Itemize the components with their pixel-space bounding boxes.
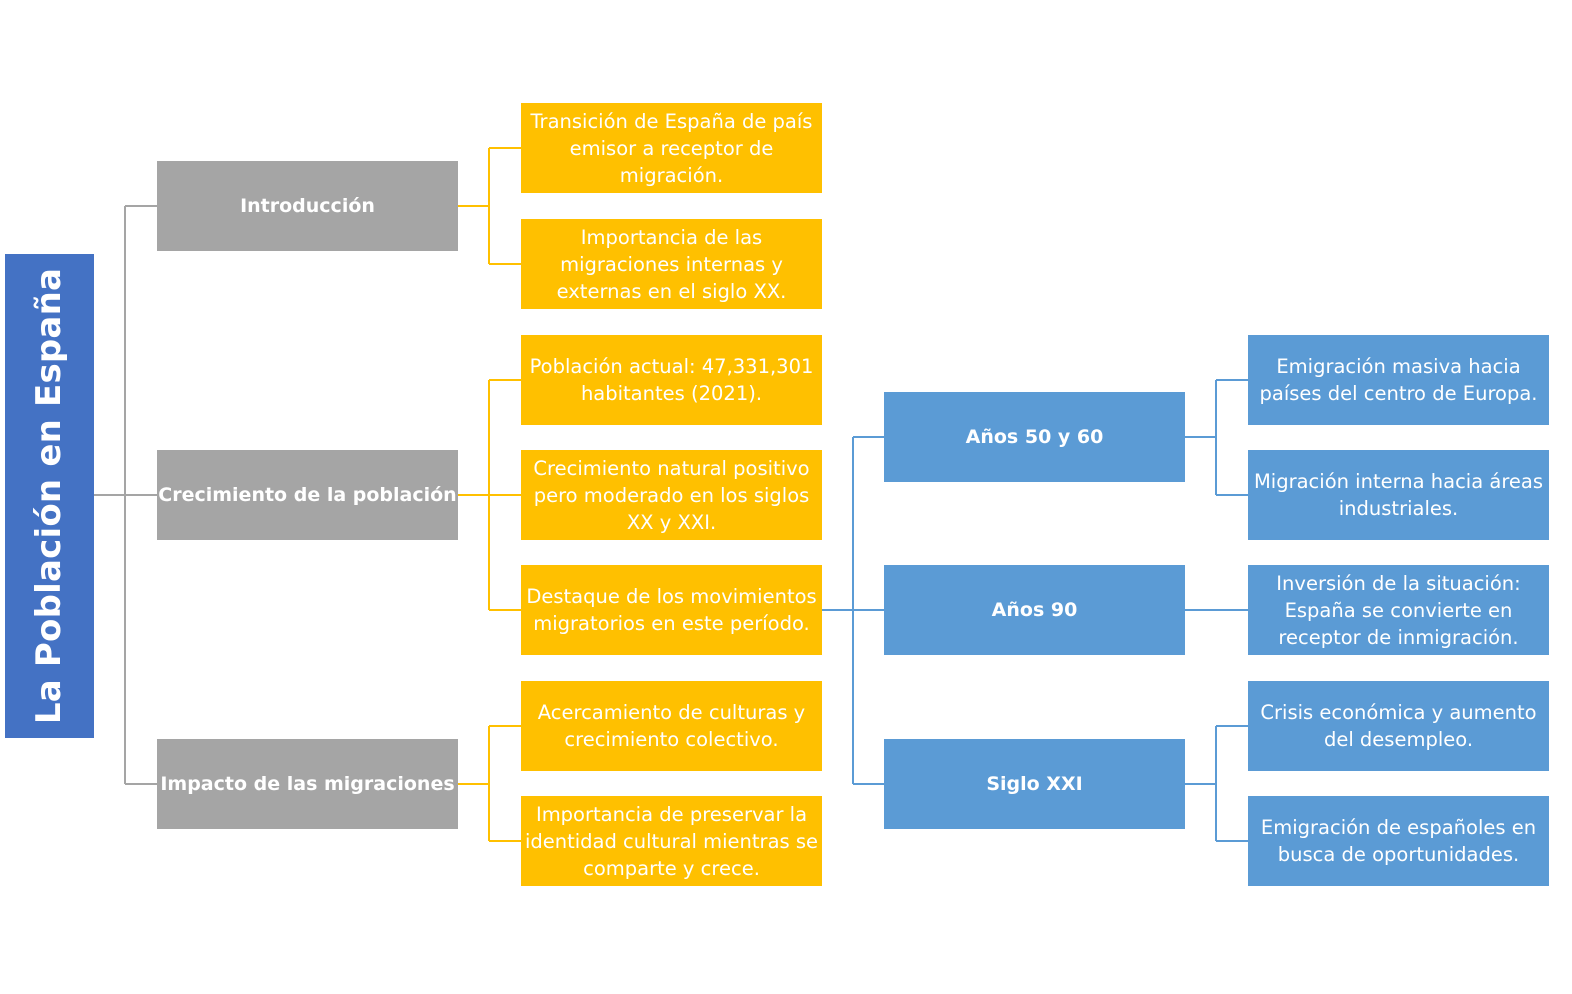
period-label: Años 90 [991, 599, 1078, 621]
section-label: Crecimiento de la población [158, 484, 457, 506]
section-introduccion: Introducción [157, 161, 458, 251]
connector-impacto-details [458, 725, 521, 842]
period-label: Años 50 y 60 [965, 426, 1104, 448]
detail-acercamiento-culturas: Acercamiento de culturas y crecimiento c… [521, 681, 822, 771]
period-anos-50-60: Años 50 y 60 [884, 392, 1185, 482]
leaf-text: Emigración masiva hacia países del centr… [1259, 355, 1538, 405]
connector-crecimiento-details [458, 379, 521, 611]
detail-transicion: Transición de España de país emisor a re… [521, 103, 822, 193]
leaf-emigracion-espanoles: Emigración de españoles en busca de opor… [1248, 796, 1549, 886]
detail-poblacion-actual: Población actual: 47,331,301 habitantes … [521, 335, 822, 425]
leaf-text: Migración interna hacia áreas industrial… [1253, 470, 1544, 520]
period-anos-90: Años 90 [884, 565, 1185, 655]
root-title-node: La Población en España [5, 254, 94, 738]
period-siglo-xxi: Siglo XXI [884, 739, 1185, 829]
leaf-text: Inversión de la situación: España se con… [1276, 571, 1521, 649]
leaf-text: Emigración de españoles en busca de opor… [1260, 816, 1537, 866]
connector-root-sections [94, 205, 157, 785]
section-label: Impacto de las migraciones [160, 773, 455, 795]
connector-destaque-periods [822, 436, 884, 785]
detail-text: Transición de España de país emisor a re… [530, 109, 813, 187]
leaf-inversion-situacion: Inversión de la situación: España se con… [1248, 565, 1549, 655]
root-title: La Población en España [29, 267, 70, 725]
detail-importancia-migraciones: Importancia de las migraciones internas … [521, 219, 822, 309]
detail-text: Población actual: 47,331,301 habitantes … [529, 355, 814, 405]
leaf-crisis-economica: Crisis económica y aumento del desempleo… [1248, 681, 1549, 771]
detail-crecimiento-natural: Crecimiento natural positivo pero modera… [521, 450, 822, 540]
period-label: Siglo XXI [986, 773, 1083, 795]
leaf-migracion-interna: Migración interna hacia áreas industrial… [1248, 450, 1549, 540]
section-impacto: Impacto de las migraciones [157, 739, 458, 829]
detail-text: Importancia de preservar la identidad cu… [524, 802, 819, 880]
leaf-emigracion-masiva: Emigración masiva hacia países del centr… [1248, 335, 1549, 425]
detail-text: Crecimiento natural positivo pero modera… [533, 456, 810, 534]
detail-text: Acercamiento de culturas y crecimiento c… [537, 701, 806, 751]
detail-text: Destaque de los movimientos migratorios … [526, 585, 817, 635]
detail-destaque-movimientos: Destaque de los movimientos migratorios … [521, 565, 822, 655]
detail-preservar-identidad: Importancia de preservar la identidad cu… [521, 796, 822, 886]
section-crecimiento: Crecimiento de la población [157, 450, 458, 540]
leaf-text: Crisis económica y aumento del desempleo… [1260, 701, 1537, 751]
connector-sigloxxi-details [1185, 725, 1248, 842]
connector-introduccion-details [458, 147, 521, 265]
detail-text: Importancia de las migraciones internas … [556, 225, 787, 303]
connector-anos50-details [1185, 379, 1248, 496]
section-label: Introducción [240, 195, 375, 217]
